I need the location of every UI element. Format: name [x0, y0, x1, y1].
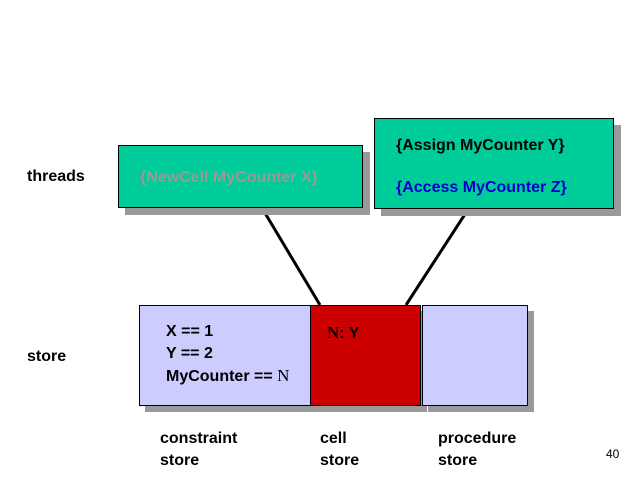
store-label: store — [27, 348, 67, 365]
cell-store-box: N: Y — [310, 305, 421, 406]
constraint-mycounter-text: MyCounter == — [166, 368, 278, 385]
procedure-caption-line2: store — [438, 452, 478, 469]
cell-store-caption: cell store — [320, 428, 359, 472]
thread-assign-access-box: {Assign MyCounter Y} {Access MyCounter Z… — [374, 118, 614, 209]
constraint-x: X == 1 — [166, 323, 213, 341]
constraint-y-text: Y == 2 — [166, 345, 213, 362]
constraint-store-caption: constraint store — [160, 428, 237, 472]
page-number: 40 — [606, 447, 620, 461]
connector-newcell-to-cell — [260, 207, 322, 306]
thread-access-text: {Access MyCounter Z} — [396, 179, 567, 196]
thread-newcell-text: {NewCell MyCounter X} — [140, 169, 318, 186]
threads-label: threads — [27, 168, 85, 185]
connector-assign-to-cell — [404, 207, 471, 306]
procedure-store-box — [422, 305, 528, 406]
cell-caption-line1: cell — [320, 430, 347, 447]
constraint-x-text: X == 1 — [166, 323, 214, 340]
constraint-mycounter-name: N — [277, 366, 290, 385]
constraint-store-box: X == 1 Y == 2 MyCounter == N — [139, 305, 311, 406]
constraint-y: Y == 2 — [166, 345, 213, 363]
thread-assign-text: {Assign MyCounter Y} — [396, 137, 565, 154]
constraint-caption-line1: constraint — [160, 430, 238, 447]
cell-name: N — [327, 323, 340, 342]
cell-caption-line2: store — [320, 452, 360, 469]
thread-newcell-box: {NewCell MyCounter X} — [118, 145, 363, 208]
constraint-mycounter: MyCounter == N — [166, 366, 289, 386]
cell-content: N: Y — [327, 323, 359, 343]
procedure-store-caption: procedure store — [438, 428, 516, 472]
constraint-caption-line2: store — [160, 452, 200, 469]
cell-value: : Y — [339, 325, 360, 342]
procedure-caption-line1: procedure — [438, 430, 517, 447]
